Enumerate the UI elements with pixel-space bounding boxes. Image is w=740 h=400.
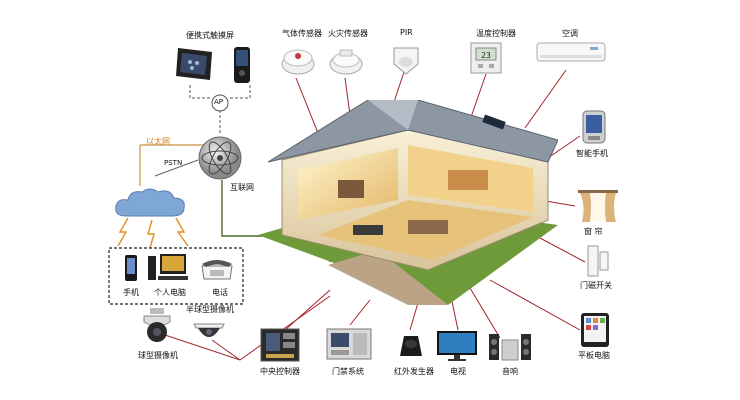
internet-label: 互联网 bbox=[230, 183, 254, 192]
central-controller-icon bbox=[260, 328, 300, 362]
access-system-label: 门禁系统 bbox=[332, 367, 364, 376]
door-switch-icon bbox=[587, 245, 609, 277]
pstn-label: PSTN bbox=[164, 159, 183, 167]
tablet-label: 平板电脑 bbox=[578, 351, 610, 360]
tv-icon bbox=[437, 331, 477, 361]
pc-label: 个人电脑 bbox=[154, 288, 186, 297]
telephone-label: 电话 bbox=[212, 288, 228, 297]
pstn-link bbox=[154, 159, 199, 177]
access-system-icon bbox=[326, 328, 372, 360]
pir-sensor-icon bbox=[393, 47, 419, 75]
smart-phone-label: 智能手机 bbox=[576, 149, 608, 158]
cloud-icon bbox=[115, 188, 185, 217]
tablet-icon bbox=[581, 313, 609, 347]
temp-controller-icon: 23 bbox=[470, 42, 502, 74]
ap-icon bbox=[211, 94, 229, 112]
gas-sensor-icon bbox=[281, 49, 315, 75]
curtain-icon bbox=[578, 190, 618, 222]
air-conditioner-icon bbox=[536, 42, 606, 62]
house-illustration bbox=[258, 100, 558, 305]
ap-label: AP bbox=[214, 98, 224, 106]
curtain-label: 窗 帘 bbox=[584, 227, 603, 236]
temp-controller-label: 温度控制器 bbox=[476, 29, 516, 38]
touchscreen-remote-icon bbox=[234, 47, 250, 83]
mobile-label: 手机 bbox=[123, 288, 139, 297]
audio-icon bbox=[489, 334, 531, 361]
half-dome-camera-icon bbox=[193, 323, 225, 337]
smart-phone-icon bbox=[582, 110, 606, 144]
ir-generator-label: 红外发生器 bbox=[394, 367, 434, 376]
telephone-icon bbox=[201, 260, 233, 280]
dome-camera-label: 球型摄像机 bbox=[138, 351, 178, 360]
mobile-phone-icon bbox=[125, 255, 137, 281]
terminals-box bbox=[108, 247, 244, 305]
touch-screen-label: 便携式触摸屏 bbox=[186, 31, 234, 40]
internet-globe-icon bbox=[198, 136, 242, 180]
pir-label: PIR bbox=[400, 28, 413, 37]
pc-icon bbox=[148, 254, 188, 280]
ir-generator-icon bbox=[400, 336, 422, 356]
dome-camera-icon bbox=[143, 308, 171, 342]
central-controller-label: 中央控制器 bbox=[260, 367, 300, 376]
touchscreen-tablet-icon bbox=[176, 48, 212, 80]
air-conditioner-label: 空调 bbox=[562, 29, 578, 38]
ethernet-label: 以太网 bbox=[146, 137, 170, 146]
tv-label: 电视 bbox=[450, 367, 466, 376]
fire-sensor-icon bbox=[329, 49, 363, 75]
door-switch-label: 门磁开关 bbox=[580, 281, 612, 290]
gas-sensor-label: 气体传感器 bbox=[282, 29, 322, 38]
half-dome-camera-label: 半球型摄像机 bbox=[186, 305, 234, 314]
audio-label: 音响 bbox=[502, 367, 518, 376]
fire-sensor-label: 火灾传感器 bbox=[328, 29, 368, 38]
thermostat-display: 23 bbox=[481, 51, 491, 60]
ap-touchscreen-link bbox=[189, 85, 251, 99]
